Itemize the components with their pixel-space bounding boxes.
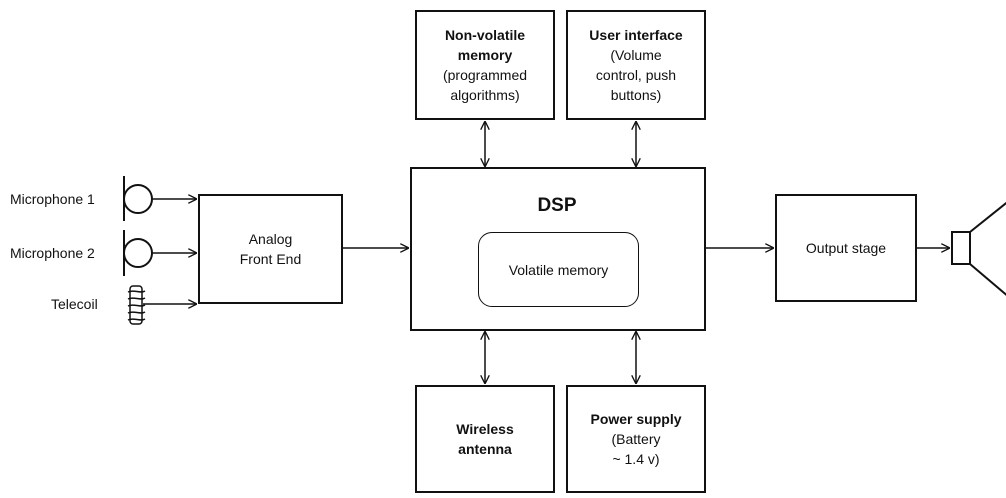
telecoil-label: Telecoil	[51, 296, 98, 312]
nvm-title-line1: Non-volatile	[444, 27, 526, 43]
wireless-antenna-box: Wireless antenna	[415, 385, 555, 493]
afe-label-line1: Analog	[248, 231, 293, 247]
volatile-memory-box: Volatile memory	[478, 232, 639, 307]
dsp-title: DSP	[537, 195, 577, 216]
power-sub-line2: ~ 1.4 v)	[612, 451, 660, 467]
power-title: Power supply	[590, 411, 682, 427]
output-stage-label: Output stage	[805, 240, 887, 256]
power-sub-line1: (Battery	[611, 431, 661, 447]
user-interface-box: User interface (Volume control, push but…	[566, 10, 706, 120]
ui-sub-line1: (Volume	[610, 47, 662, 63]
speaker-icon	[951, 201, 1006, 296]
volatile-memory-label: Volatile memory	[508, 261, 609, 278]
analog-front-end-box: Analog Front End	[198, 194, 343, 304]
wireless-title-line1: Wireless	[456, 421, 514, 437]
nvm-sub-line1: (programmed	[442, 67, 528, 83]
microphone-2-label: Microphone 2	[10, 245, 95, 261]
ui-sub-line3: buttons)	[610, 87, 662, 103]
telecoil-icon	[127, 285, 146, 325]
output-stage-box: Output stage	[775, 194, 917, 302]
nvm-sub-line2: algorithms)	[450, 87, 520, 103]
microphone-1-icon	[123, 176, 153, 221]
microphone-2-icon	[123, 230, 153, 276]
wireless-title-line2: antenna	[458, 441, 512, 457]
non-volatile-memory-box: Non-volatile memory (programmed algorith…	[415, 10, 555, 120]
afe-label-line2: Front End	[239, 251, 302, 267]
ui-sub-line2: control, push	[595, 67, 677, 83]
nvm-title-line2: memory	[457, 47, 513, 63]
microphone-1-label: Microphone 1	[10, 191, 95, 207]
ui-title: User interface	[589, 27, 683, 43]
power-supply-box: Power supply (Battery ~ 1.4 v)	[566, 385, 706, 493]
